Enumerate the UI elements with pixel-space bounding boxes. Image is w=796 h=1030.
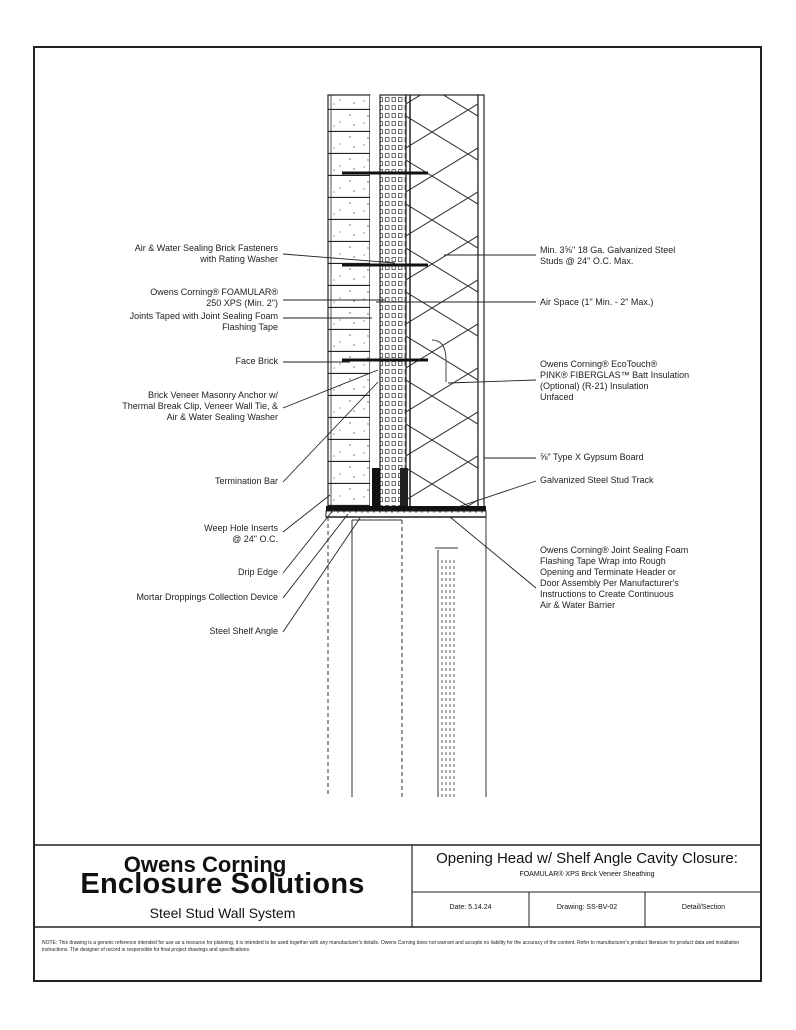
steel-stud-cavity [405, 94, 479, 509]
label-air-space: Air Space (1" Min. - 2" Max.) [540, 297, 654, 307]
brand-product: Enclosure Solutions [80, 868, 365, 900]
label-drip-edge: Drip Edge [237, 567, 278, 577]
label-mortar-device: Mortar Droppings Collection Device [136, 592, 278, 602]
opening-below [327, 517, 487, 797]
shelf-angle-flashing [325, 468, 487, 518]
label-batt-insulation: Owens Corning® EcoTouch®PINK® FIBERGLAS™… [540, 359, 690, 402]
batt-clip [431, 339, 447, 382]
label-gypsum-board: ⅝" Type X Gypsum Board [540, 452, 644, 462]
system-name: Steel Stud Wall System [149, 905, 296, 921]
leader-lines-left [282, 253, 396, 633]
leader-lines-right [376, 254, 537, 589]
drawing-number-cell: Drawing: SS-BV-02 [556, 904, 618, 911]
drawing-title: Opening Head w/ Shelf Angle Cavity Closu… [436, 850, 738, 867]
air-space [370, 95, 380, 508]
brick-ties [342, 171, 428, 362]
brand-name: Owens Corning [123, 852, 287, 877]
drawing-subtitle: FOAMULAR® XPS Brick Veneer Sheathing [519, 871, 655, 878]
label-shelf-angle: Steel Shelf Angle [209, 626, 278, 636]
status-cell: Detail/Section [681, 904, 726, 911]
drawing-sheet [33, 46, 762, 982]
label-stud-track: Galvanized Steel Stud Track [540, 475, 654, 485]
disclaimer-note: NOTE: This drawing is a generic referenc… [42, 940, 740, 953]
label-foamular: Owens Corning® FOAMULAR®250 XPS (Min. 2"… [150, 287, 278, 308]
label-weep-holes: Weep Hole Inserts@ 24" O.C. [204, 523, 278, 544]
date-cell: Date: 5.14.24 [449, 904, 492, 911]
label-face-brick: Face Brick [235, 356, 278, 366]
label-masonry-anchor: Brick Veneer Masonry Anchor w/Thermal Br… [122, 390, 278, 422]
label-termination-bar: Termination Bar [214, 476, 278, 486]
